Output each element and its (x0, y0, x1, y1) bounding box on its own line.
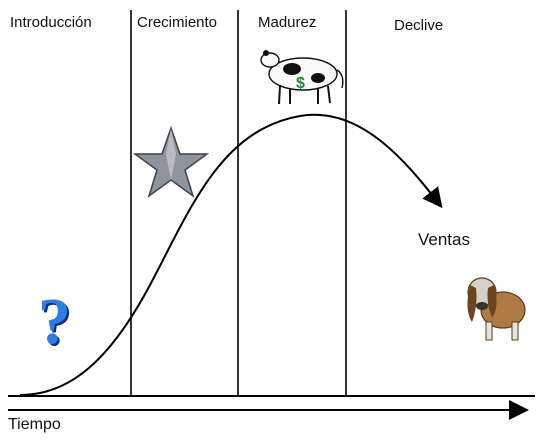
svg-text:?: ? (38, 285, 71, 358)
time-axis-label: Tiempo (8, 416, 61, 433)
phase-label-growth: Crecimiento (137, 14, 218, 31)
phase-label-introduction: Introducción (10, 14, 92, 31)
sales-curve-label: Ventas (418, 230, 470, 249)
cash-cow-icon: $ (260, 50, 344, 105)
question-mark-icon: ? ? (38, 285, 73, 360)
phase-label-maturity: Madurez (258, 14, 317, 31)
dog-icon (467, 277, 526, 341)
svg-text:?: ? (40, 287, 73, 360)
star-icon (132, 125, 210, 198)
svg-text:$: $ (296, 75, 305, 92)
phase-label-decline: Declive (394, 17, 444, 34)
sales-curve (19, 113, 443, 396)
